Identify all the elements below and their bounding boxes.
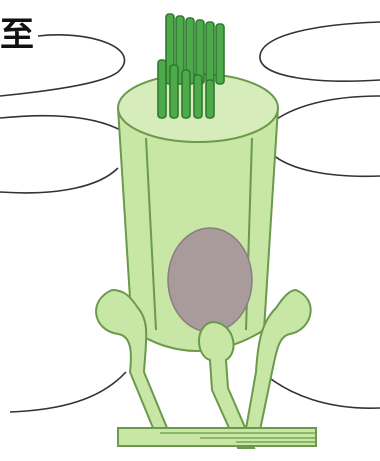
stereocilium <box>206 22 214 84</box>
stereocilium <box>194 75 202 118</box>
leader-line-bottom-right <box>262 372 380 408</box>
nerve-fiber-bundle <box>118 428 316 446</box>
leader-line-mid-left-1 <box>0 116 124 132</box>
stereocilium <box>182 70 190 118</box>
stereocilium <box>206 80 214 118</box>
leader-line-top-left <box>0 35 125 96</box>
leader-line-bottom-left <box>10 372 126 412</box>
stereocilium <box>170 65 178 118</box>
leader-line-mid-left-2 <box>0 168 118 193</box>
leader-line-mid-right-1 <box>270 96 380 124</box>
stereocilium <box>216 24 224 84</box>
leader-line-mid-right-2 <box>272 154 380 176</box>
stereocilium <box>158 60 166 118</box>
nucleus <box>168 228 252 332</box>
leader-line-top-right <box>260 22 380 81</box>
